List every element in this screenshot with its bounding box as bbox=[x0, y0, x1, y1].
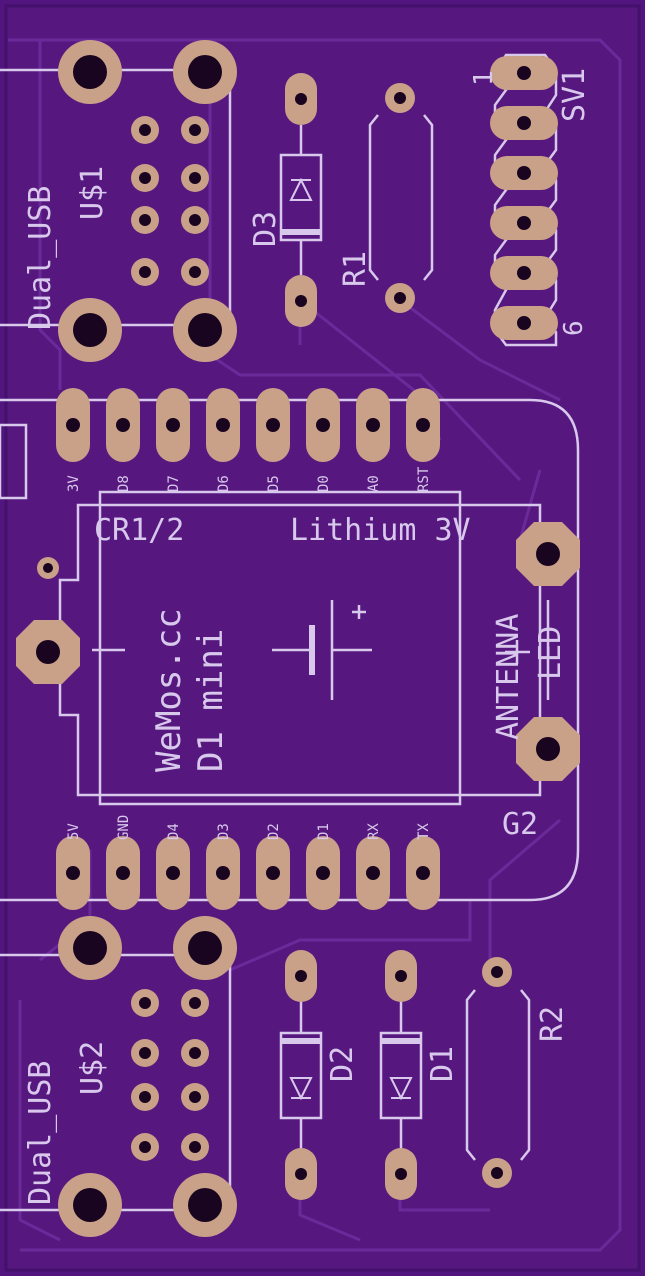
pin-label: D2 bbox=[266, 823, 282, 840]
usb2-ref-label: U$2 bbox=[75, 1041, 110, 1095]
pin-label: D5 bbox=[266, 475, 282, 492]
d3-label: D3 bbox=[248, 211, 283, 247]
sv1-label: SV1 bbox=[557, 68, 592, 122]
header-pad-hole bbox=[166, 866, 180, 880]
usb1-name-label: Dual_USB bbox=[23, 186, 58, 331]
pin-label: A0 bbox=[366, 475, 382, 492]
bottom-pin-labels: 5V GND D4 D3 D2 D1 RX TX bbox=[66, 815, 432, 840]
silkscreen-text: Dual_USB U$1 Dual_USB U$2 D3 R1 D2 D1 R2… bbox=[23, 68, 592, 1205]
pin-label: D8 bbox=[116, 475, 132, 492]
pin-label: 3V bbox=[66, 475, 82, 492]
sv1-pad-hole bbox=[517, 166, 531, 180]
pin-label: D6 bbox=[216, 475, 232, 492]
pin-label: D4 bbox=[166, 823, 182, 840]
top-pin-labels: 3V D8 D7 D6 D5 D0 A0 RST bbox=[66, 466, 432, 492]
header-pad-hole bbox=[316, 866, 330, 880]
component-holes bbox=[43, 92, 503, 1180]
octagon-pads bbox=[16, 522, 580, 781]
sv1-pad-hole bbox=[517, 266, 531, 280]
pin-label: D1 bbox=[316, 823, 332, 840]
pin-label: RX bbox=[366, 823, 382, 840]
battery-chem-label: Lithium 3V bbox=[290, 513, 471, 548]
header-pad-hole bbox=[266, 418, 280, 432]
usb1-ref-label: U$1 bbox=[75, 166, 110, 220]
led-ref-label: LED bbox=[533, 626, 568, 680]
pin-label: RST bbox=[416, 466, 432, 492]
sv1-pad-hole bbox=[517, 116, 531, 130]
d2-label: D2 bbox=[325, 1046, 360, 1082]
header-pad-hole bbox=[366, 418, 380, 432]
battery-type-label: CR1/2 bbox=[94, 513, 184, 548]
header-pad-hole bbox=[216, 866, 230, 880]
pin-label: GND bbox=[116, 815, 132, 840]
header-pad-hole bbox=[116, 866, 130, 880]
sv1-pad-hole bbox=[517, 316, 531, 330]
pin-label: D0 bbox=[316, 475, 332, 492]
pin-label: 5V bbox=[66, 823, 82, 840]
antenna-label: ANTENNA bbox=[491, 614, 526, 740]
sv1-pin6-label: 6 bbox=[559, 320, 589, 336]
g2-label: G2 bbox=[502, 807, 538, 842]
header-pad-hole bbox=[366, 866, 380, 880]
d1-label: D1 bbox=[425, 1046, 460, 1082]
header-pad-hole bbox=[416, 418, 430, 432]
usb2-name-label: Dual_USB bbox=[23, 1061, 58, 1206]
pin-label: D3 bbox=[216, 823, 232, 840]
silkscreen-lines bbox=[0, 53, 580, 1212]
sv1-pad-hole bbox=[517, 66, 531, 80]
header-pad-hole bbox=[66, 418, 80, 432]
r2-label: R2 bbox=[535, 1006, 570, 1042]
header-pad-hole bbox=[316, 418, 330, 432]
r1-label: R1 bbox=[338, 251, 373, 287]
header-pad-hole bbox=[66, 866, 80, 880]
pin-label: D7 bbox=[166, 475, 182, 492]
header-pad-hole bbox=[216, 418, 230, 432]
sv1-pad-hole bbox=[517, 216, 531, 230]
header-pad-hole bbox=[416, 866, 430, 880]
header-pad-hole bbox=[116, 418, 130, 432]
usb1-pads bbox=[58, 40, 237, 362]
diode-symbols bbox=[289, 177, 413, 1101]
pin-label: TX bbox=[416, 823, 432, 840]
wemos-brand-label: WeMos.cc bbox=[149, 608, 189, 772]
sv1-pads bbox=[490, 56, 558, 340]
wemos-top-header bbox=[56, 388, 440, 462]
header-pad-hole bbox=[266, 866, 280, 880]
header-pad-hole bbox=[166, 418, 180, 432]
usb2-pads bbox=[58, 916, 237, 1237]
wemos-model-label: D1 mini bbox=[191, 629, 231, 772]
sv1-pin1-label: 1 bbox=[469, 70, 499, 86]
wemos-bottom-header bbox=[56, 836, 440, 910]
